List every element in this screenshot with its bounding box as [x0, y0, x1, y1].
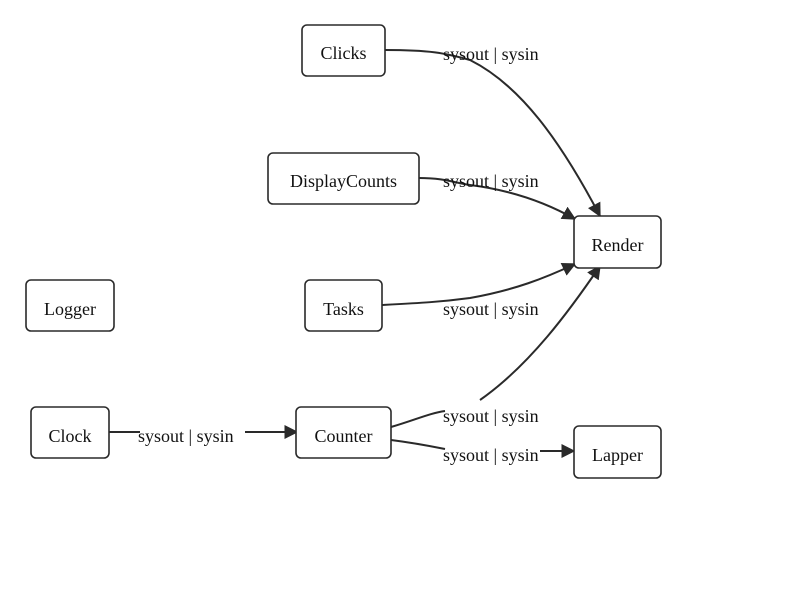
node-tasks[interactable]: Tasks: [304, 279, 383, 332]
node-logger-box: [25, 279, 115, 332]
node-render[interactable]: Render: [573, 215, 662, 269]
edge-counter-to-render: [390, 266, 600, 428]
edge-label-counter-to-lapper: sysout | sysin: [443, 445, 539, 465]
edge-counter-to-render-line: [390, 266, 600, 428]
edge-tasks-to-render-line: [381, 262, 577, 306]
node-display-counts-label: DisplayCounts: [290, 171, 397, 191]
node-counter-box: [295, 406, 392, 459]
node-display-counts[interactable]: DisplayCounts: [267, 152, 420, 205]
edge-clicks-to-render: [384, 49, 601, 218]
edge-label-clock-to-counter: sysout | sysin: [138, 426, 234, 446]
edge-label-clicks-to-render: sysout | sysin: [443, 44, 539, 64]
node-lapper[interactable]: Lapper: [573, 425, 662, 479]
node-clicks-label: Clicks: [320, 43, 366, 63]
edge-display-counts-to-render-line: [418, 177, 577, 220]
node-display-counts-box: [267, 152, 420, 205]
edge-display-counts-to-render: [418, 177, 577, 220]
node-clock-box: [30, 406, 110, 459]
node-lapper-label: Lapper: [592, 445, 643, 465]
edge-tasks-to-render: [381, 262, 577, 306]
node-render-label: Render: [592, 235, 644, 255]
edge-label-display-counts-to-render: sysout | sysin: [443, 171, 539, 191]
node-lapper-box: [573, 425, 662, 479]
node-tasks-box: [304, 279, 383, 332]
edge-counter-to-lapper-line: [390, 440, 574, 451]
edge-label-counter-to-render: sysout | sysin: [443, 406, 539, 426]
node-clock-label: Clock: [49, 426, 92, 446]
node-logger-label: Logger: [44, 299, 96, 319]
node-counter-label: Counter: [315, 426, 373, 446]
node-clicks-box: [301, 24, 386, 77]
node-clock[interactable]: Clock: [30, 406, 110, 459]
node-render-box: [573, 215, 662, 269]
edge-counter-to-lapper: [390, 440, 574, 451]
edge-clicks-to-render-line: [384, 49, 601, 218]
node-counter[interactable]: Counter: [295, 406, 392, 459]
node-logger[interactable]: Logger: [25, 279, 115, 332]
node-tasks-label: Tasks: [323, 299, 364, 319]
edge-label-tasks-to-render: sysout | sysin: [443, 299, 539, 319]
node-clicks[interactable]: Clicks: [301, 24, 386, 77]
